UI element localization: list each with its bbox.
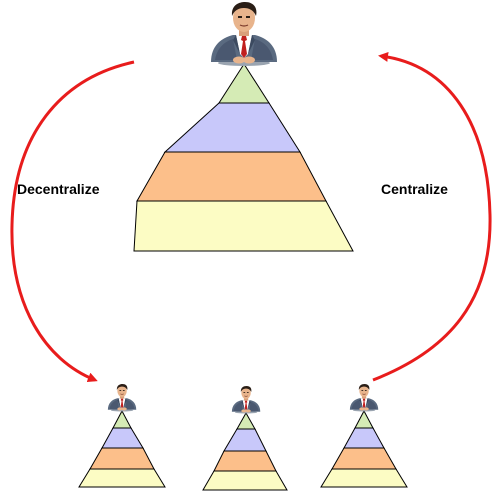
executive-figure-central xyxy=(210,1,278,67)
pyramid-right xyxy=(320,409,408,488)
pyramid-tier-1 xyxy=(218,63,270,104)
pyramid-tier-3 xyxy=(331,447,397,470)
pyramid-tier-3 xyxy=(89,447,155,470)
decentralize-arrow xyxy=(10,60,135,383)
pyramid-tier-4 xyxy=(78,468,166,488)
pyramid-tier-4 xyxy=(133,200,354,252)
pyramid-tier-1 xyxy=(112,409,132,429)
pyramid-tier-3 xyxy=(136,151,327,202)
executive-figure-middle xyxy=(231,385,261,414)
decentralize-label: Decentralize xyxy=(17,181,100,197)
centralize-arrow xyxy=(372,51,492,382)
pyramid-tier-4 xyxy=(202,470,288,491)
pyramid-left xyxy=(78,409,166,488)
centralize-label: Centralize xyxy=(381,181,448,197)
pyramid-tier-2 xyxy=(163,102,301,153)
pyramid-tier-4 xyxy=(320,468,408,488)
pyramid-tier-1 xyxy=(354,409,374,429)
pyramid-middle xyxy=(202,411,288,491)
executive-figure-right xyxy=(349,383,379,412)
pyramid-tier-2 xyxy=(343,427,385,449)
executive-figure-left xyxy=(107,383,137,412)
pyramid-tier-2 xyxy=(101,427,144,449)
pyramid-tier-2 xyxy=(223,428,267,452)
pyramid-tier-1 xyxy=(236,411,256,430)
pyramid-tier-3 xyxy=(213,450,277,472)
central-pyramid xyxy=(133,63,354,252)
